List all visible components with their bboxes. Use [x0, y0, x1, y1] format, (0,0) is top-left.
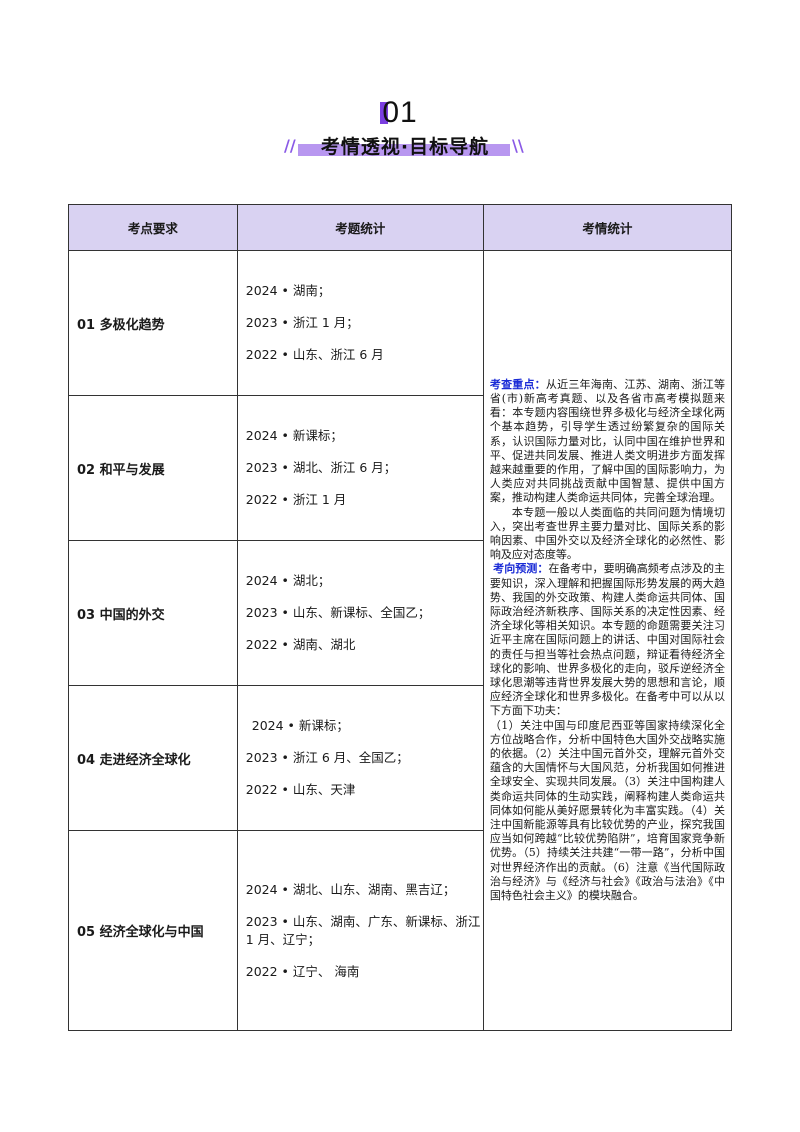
section-number: 01	[382, 96, 418, 129]
stat-line: 2022 • 浙江 1 月	[245, 492, 347, 507]
right-decoration: \\	[512, 136, 524, 155]
stat-line: 2022 • 辽宁、 海南	[245, 963, 360, 979]
exam-point: 01 多极化趋势	[68, 250, 238, 396]
exam-stats: 2024 • 湖南； 2023 • 浙江 1 月； 2022 • 山东、浙江 6…	[236, 250, 484, 396]
stat-line: 2023 • 湖北、浙江 6 月；	[245, 460, 397, 475]
exam-stats: 2024 • 新课标； 2023 • 湖北、浙江 6 月； 2022 • 浙江 …	[236, 395, 484, 541]
exam-point: 03 中国的外交	[68, 540, 238, 686]
stat-line: 2024 • 湖北；	[245, 573, 331, 588]
stat-line: 2024 • 湖北、山东、湖南、黑吉辽；	[245, 881, 456, 897]
exam-point: 05 经济全球化与中国	[68, 830, 238, 1031]
stat-line: 2023 • 山东、新课标、全国乙；	[245, 605, 431, 620]
exam-point: 02 和平与发展	[68, 395, 238, 541]
left-decoration: //	[284, 136, 296, 155]
section-header: 01 // 考情透视·目标导航 \\	[0, 88, 800, 168]
stat-line: 2024 • 湖南；	[245, 283, 331, 298]
header-analysis: 考情统计	[482, 204, 733, 251]
stat-line: 2023 • 浙江 6 月、全国乙；	[245, 750, 409, 765]
focus-label: 考查重点：	[489, 377, 546, 391]
stat-line: 2024 • 新课标；	[251, 718, 349, 733]
table-row: 04 走进经济全球化 2024 • 新课标； 2023 • 浙江 6 月、全国乙…	[68, 685, 732, 831]
table-row: 05 经济全球化与中国 2024 • 湖北、山东、湖南、黑吉辽； 2023 • …	[68, 830, 732, 1031]
stat-line: 2023 • 山东、湖南、广东、新课标、浙江 1 月、辽宁；	[245, 913, 481, 947]
predict-text: 在备考中，要明确高频考点涉及的主要知识，深入理解和把握国际形势发展的两大趋势、我…	[489, 562, 726, 718]
exam-stats: 2024 • 新课标； 2023 • 浙江 6 月、全国乙； 2022 • 山东…	[236, 685, 484, 831]
table-row: 02 和平与发展 2024 • 新课标； 2023 • 湖北、浙江 6 月； 2…	[68, 395, 732, 541]
stat-line: 2024 • 新课标；	[245, 428, 343, 443]
header-stats: 考题统计	[236, 204, 484, 251]
table-row: 03 中国的外交 2024 • 湖北； 2023 • 山东、新课标、全国乙； 2…	[68, 540, 732, 686]
exam-stats: 2024 • 湖北； 2023 • 山东、新课标、全国乙； 2022 • 湖南、…	[236, 540, 484, 686]
exam-stats: 2024 • 湖北、山东、湖南、黑吉辽； 2023 • 山东、湖南、广东、新课标…	[236, 830, 484, 1031]
header-points: 考点要求	[68, 204, 238, 251]
stat-line: 2022 • 山东、天津	[245, 782, 356, 797]
section-number-accent	[380, 102, 388, 124]
exam-analysis: 考查重点：从近三年海南、江苏、湖南、浙江等省(市)新高考真题、以及各省市高考模拟…	[482, 250, 733, 1031]
exam-analysis-table: 考点要求 考题统计 考情统计 01 多极化趋势 2024 • 湖南； 2023 …	[68, 204, 733, 1031]
stat-line: 2022 • 湖南、湖北	[245, 637, 356, 652]
predict-label: 考向预测：	[493, 562, 549, 576]
table-header-row: 考点要求 考题统计 考情统计	[68, 204, 733, 251]
exam-point: 04 走进经济全球化	[68, 685, 238, 831]
focus-text: 从近三年海南、江苏、湖南、浙江等省(市)新高考真题、以及各省市高考模拟题来看：本…	[489, 377, 726, 505]
predict-items: （1）关注中国与印度尼西亚等国家持续深化全方位战略合作，分析中国特色大国外交战略…	[489, 718, 725, 903]
focus-text-2: 本专题一般以人类面临的共同问题为情境切入，突出考查世界主要力量对比、国际关系的影…	[489, 505, 725, 562]
stat-line: 2022 • 山东、浙江 6 月	[245, 347, 384, 362]
table-row: 01 多极化趋势 2024 • 湖南； 2023 • 浙江 1 月； 2022 …	[68, 250, 733, 1031]
section-title: 考情透视·目标导航	[320, 136, 490, 158]
stat-line: 2023 • 浙江 1 月；	[245, 315, 359, 330]
